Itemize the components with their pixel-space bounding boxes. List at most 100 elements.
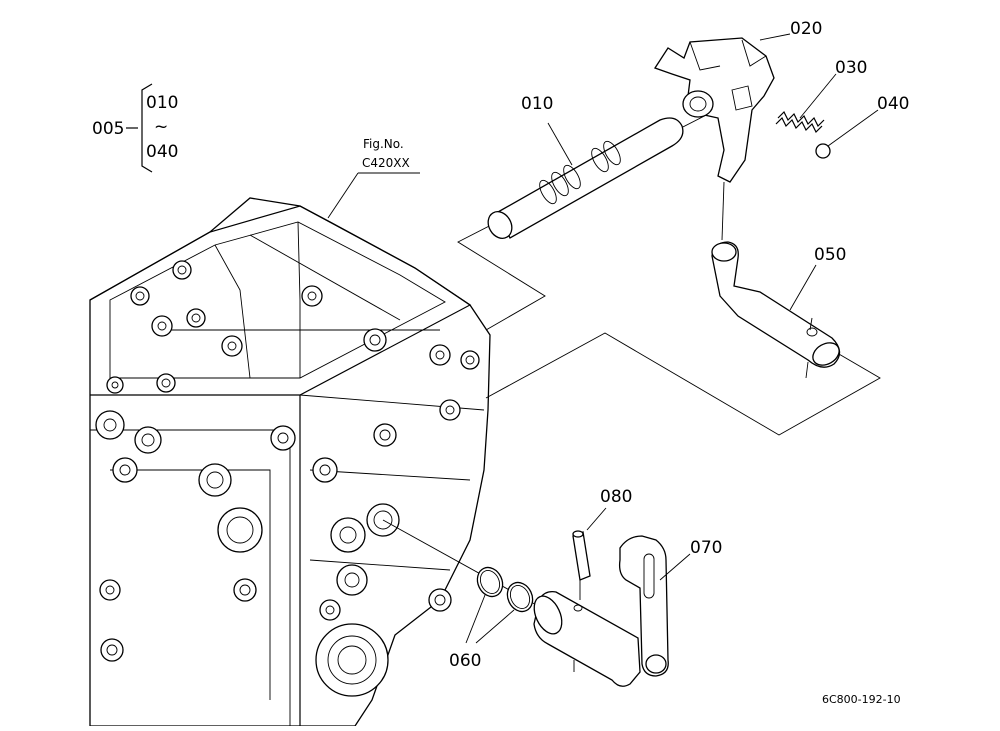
part-label-020: 020 bbox=[790, 19, 822, 39]
group-range-sep: ~ bbox=[154, 117, 168, 137]
front-boss bbox=[336, 564, 368, 596]
arm-pin-axis bbox=[809, 317, 813, 331]
arm-shaft-end bbox=[812, 342, 840, 366]
leader-030 bbox=[799, 73, 837, 119]
drawing-code: 6C800-192-10 bbox=[822, 693, 901, 706]
rod-groove bbox=[539, 179, 557, 205]
bolt-hole bbox=[111, 381, 119, 389]
bolt-hole bbox=[435, 350, 445, 360]
front-hole bbox=[445, 405, 455, 415]
case-rib-4 bbox=[249, 234, 401, 321]
detent-ball bbox=[815, 143, 831, 159]
lever-shaft-end bbox=[533, 595, 563, 635]
arm-pin-hole bbox=[806, 327, 818, 337]
bolt-boss bbox=[151, 315, 173, 337]
o-ring bbox=[506, 581, 534, 613]
side-hole bbox=[206, 471, 224, 489]
fork-edge bbox=[741, 39, 767, 67]
large-port bbox=[217, 507, 263, 553]
lever-slot bbox=[643, 553, 655, 599]
arm-tip bbox=[711, 242, 737, 262]
bolt-boss bbox=[156, 373, 176, 393]
part-label-070: 070 bbox=[690, 538, 722, 558]
leader-060a bbox=[465, 594, 486, 644]
front-boss bbox=[312, 457, 338, 483]
front-hole bbox=[339, 526, 357, 544]
fork-body bbox=[654, 37, 775, 183]
leader-010 bbox=[547, 122, 573, 166]
leader-060b bbox=[475, 609, 515, 644]
bolt-hole bbox=[369, 334, 381, 346]
large-port-bore bbox=[226, 516, 254, 544]
front-boss bbox=[319, 599, 341, 621]
side-hole bbox=[105, 585, 115, 595]
bolt-hole bbox=[191, 313, 201, 323]
guide-shaft-050 bbox=[485, 332, 881, 436]
lever-plate bbox=[618, 535, 669, 677]
shaft-bore-inner bbox=[373, 510, 393, 530]
rod-groove bbox=[563, 164, 581, 190]
ball-040: 040 bbox=[815, 94, 909, 159]
shift-rod-body bbox=[497, 117, 684, 239]
transmission-case bbox=[89, 197, 491, 727]
leader-020 bbox=[759, 33, 791, 41]
guide-fork-arm bbox=[721, 181, 725, 241]
side-boss bbox=[233, 578, 257, 602]
group-bracket bbox=[141, 83, 153, 173]
leader-050 bbox=[789, 264, 817, 311]
o-ring-inner bbox=[509, 585, 531, 609]
bolt-boss bbox=[363, 328, 387, 352]
shift-rod-010: 010 bbox=[487, 94, 684, 239]
output-flange bbox=[315, 623, 389, 697]
group-callout: 005 010 ~ 040 bbox=[92, 83, 178, 173]
shift-fork-020: 020 bbox=[654, 19, 822, 183]
figure-ref-line2: C420XX bbox=[362, 156, 410, 170]
o-ring bbox=[476, 566, 504, 598]
rod-groove bbox=[551, 171, 569, 197]
bolt-hole bbox=[177, 265, 187, 275]
front-boss bbox=[330, 517, 366, 553]
output-flange-ring bbox=[327, 635, 377, 685]
spring-coils bbox=[777, 110, 825, 128]
fork-hub-bore bbox=[689, 96, 707, 112]
case-front-rib-2 bbox=[309, 559, 451, 571]
case-side-rib bbox=[110, 469, 271, 700]
bolt-hole bbox=[161, 378, 171, 388]
bolt-hole bbox=[227, 341, 237, 351]
bolt-boss bbox=[460, 350, 480, 370]
side-boss bbox=[270, 425, 296, 451]
part-label-080: 080 bbox=[600, 487, 632, 507]
side-hole bbox=[119, 464, 131, 476]
spring-pin-top bbox=[572, 530, 584, 538]
spring-pin bbox=[572, 531, 591, 581]
rod-groove bbox=[603, 140, 621, 166]
side-boss bbox=[134, 426, 162, 454]
front-boss bbox=[439, 399, 461, 421]
lever-hub bbox=[645, 654, 667, 674]
spring-coils-back bbox=[775, 116, 823, 134]
figure-reference: Fig.No. C420XX bbox=[327, 137, 420, 219]
part-label-040: 040 bbox=[877, 94, 909, 114]
rod-groove bbox=[591, 147, 609, 173]
arm-axis bbox=[805, 361, 809, 379]
lever-pin-hole bbox=[573, 604, 583, 612]
bolt-hole bbox=[465, 355, 475, 365]
leader-070 bbox=[659, 553, 691, 581]
bolt-boss bbox=[106, 376, 124, 394]
bolt-hole bbox=[307, 291, 317, 301]
side-boss bbox=[100, 638, 124, 662]
shift-arm-050: 050 bbox=[711, 241, 846, 379]
figure-ref-line1: Fig.No. bbox=[363, 137, 404, 151]
front-hole bbox=[434, 594, 446, 606]
o-rings-060: 060 bbox=[449, 566, 534, 671]
part-label-060: 060 bbox=[449, 651, 481, 671]
bolt-boss bbox=[130, 286, 150, 306]
bolt-boss bbox=[301, 285, 323, 307]
o-ring-inner bbox=[479, 570, 501, 594]
front-hole bbox=[325, 605, 335, 615]
case-rib-1 bbox=[214, 244, 251, 379]
side-boss bbox=[112, 457, 138, 483]
bolt-boss bbox=[186, 308, 206, 328]
group-range-end: 040 bbox=[146, 142, 178, 162]
